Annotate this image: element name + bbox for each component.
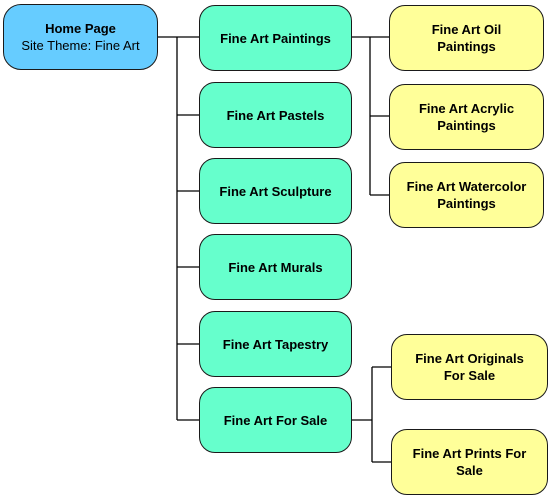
- home-page-subtitle: Site Theme: Fine Art: [21, 38, 140, 53]
- category-node-pastels: Fine Art Pastels: [199, 82, 352, 148]
- category-label: Fine Art Murals: [228, 259, 323, 275]
- category-label: Fine Art Paintings: [220, 30, 331, 46]
- subcategory-node-prints-for-sale: Fine Art Prints For Sale: [391, 429, 548, 495]
- home-page-node: Home Page Site Theme: Fine Art: [3, 4, 158, 70]
- category-node-murals: Fine Art Murals: [199, 234, 352, 300]
- subcategory-label-line2: For Sale: [443, 368, 496, 383]
- subcategory-label-line2: Paintings: [437, 118, 496, 133]
- category-node-sculpture: Fine Art Sculpture: [199, 158, 352, 224]
- subcategory-label-line2: Sale: [456, 463, 483, 478]
- category-label: Fine Art Pastels: [226, 107, 325, 123]
- subcategory-label-line1: Fine Art Oil: [431, 22, 502, 37]
- category-label: Fine Art Tapestry: [222, 336, 329, 352]
- category-label: Fine Art For Sale: [223, 412, 328, 428]
- subcategory-label-line2: Paintings: [437, 196, 496, 211]
- home-page-title: Home Page: [45, 21, 116, 36]
- subcategory-label-line1: Fine Art Originals: [415, 351, 524, 366]
- category-node-for-sale: Fine Art For Sale: [199, 387, 352, 453]
- category-node-tapestry: Fine Art Tapestry: [199, 311, 352, 377]
- category-label: Fine Art Sculpture: [219, 183, 332, 199]
- subcategory-label-line1: Fine Art Prints For: [412, 446, 527, 461]
- category-node-paintings: Fine Art Paintings: [199, 5, 352, 71]
- subcategory-node-acrylic-paintings: Fine Art Acrylic Paintings: [389, 84, 544, 150]
- subcategory-label-line1: Fine Art Watercolor: [406, 179, 527, 194]
- subcategory-label-line2: Paintings: [437, 39, 496, 54]
- subcategory-node-originals-for-sale: Fine Art Originals For Sale: [391, 334, 548, 400]
- subcategory-label-line1: Fine Art Acrylic: [418, 101, 515, 116]
- subcategory-node-oil-paintings: Fine Art Oil Paintings: [389, 5, 544, 71]
- subcategory-node-watercolor-paintings: Fine Art Watercolor Paintings: [389, 162, 544, 228]
